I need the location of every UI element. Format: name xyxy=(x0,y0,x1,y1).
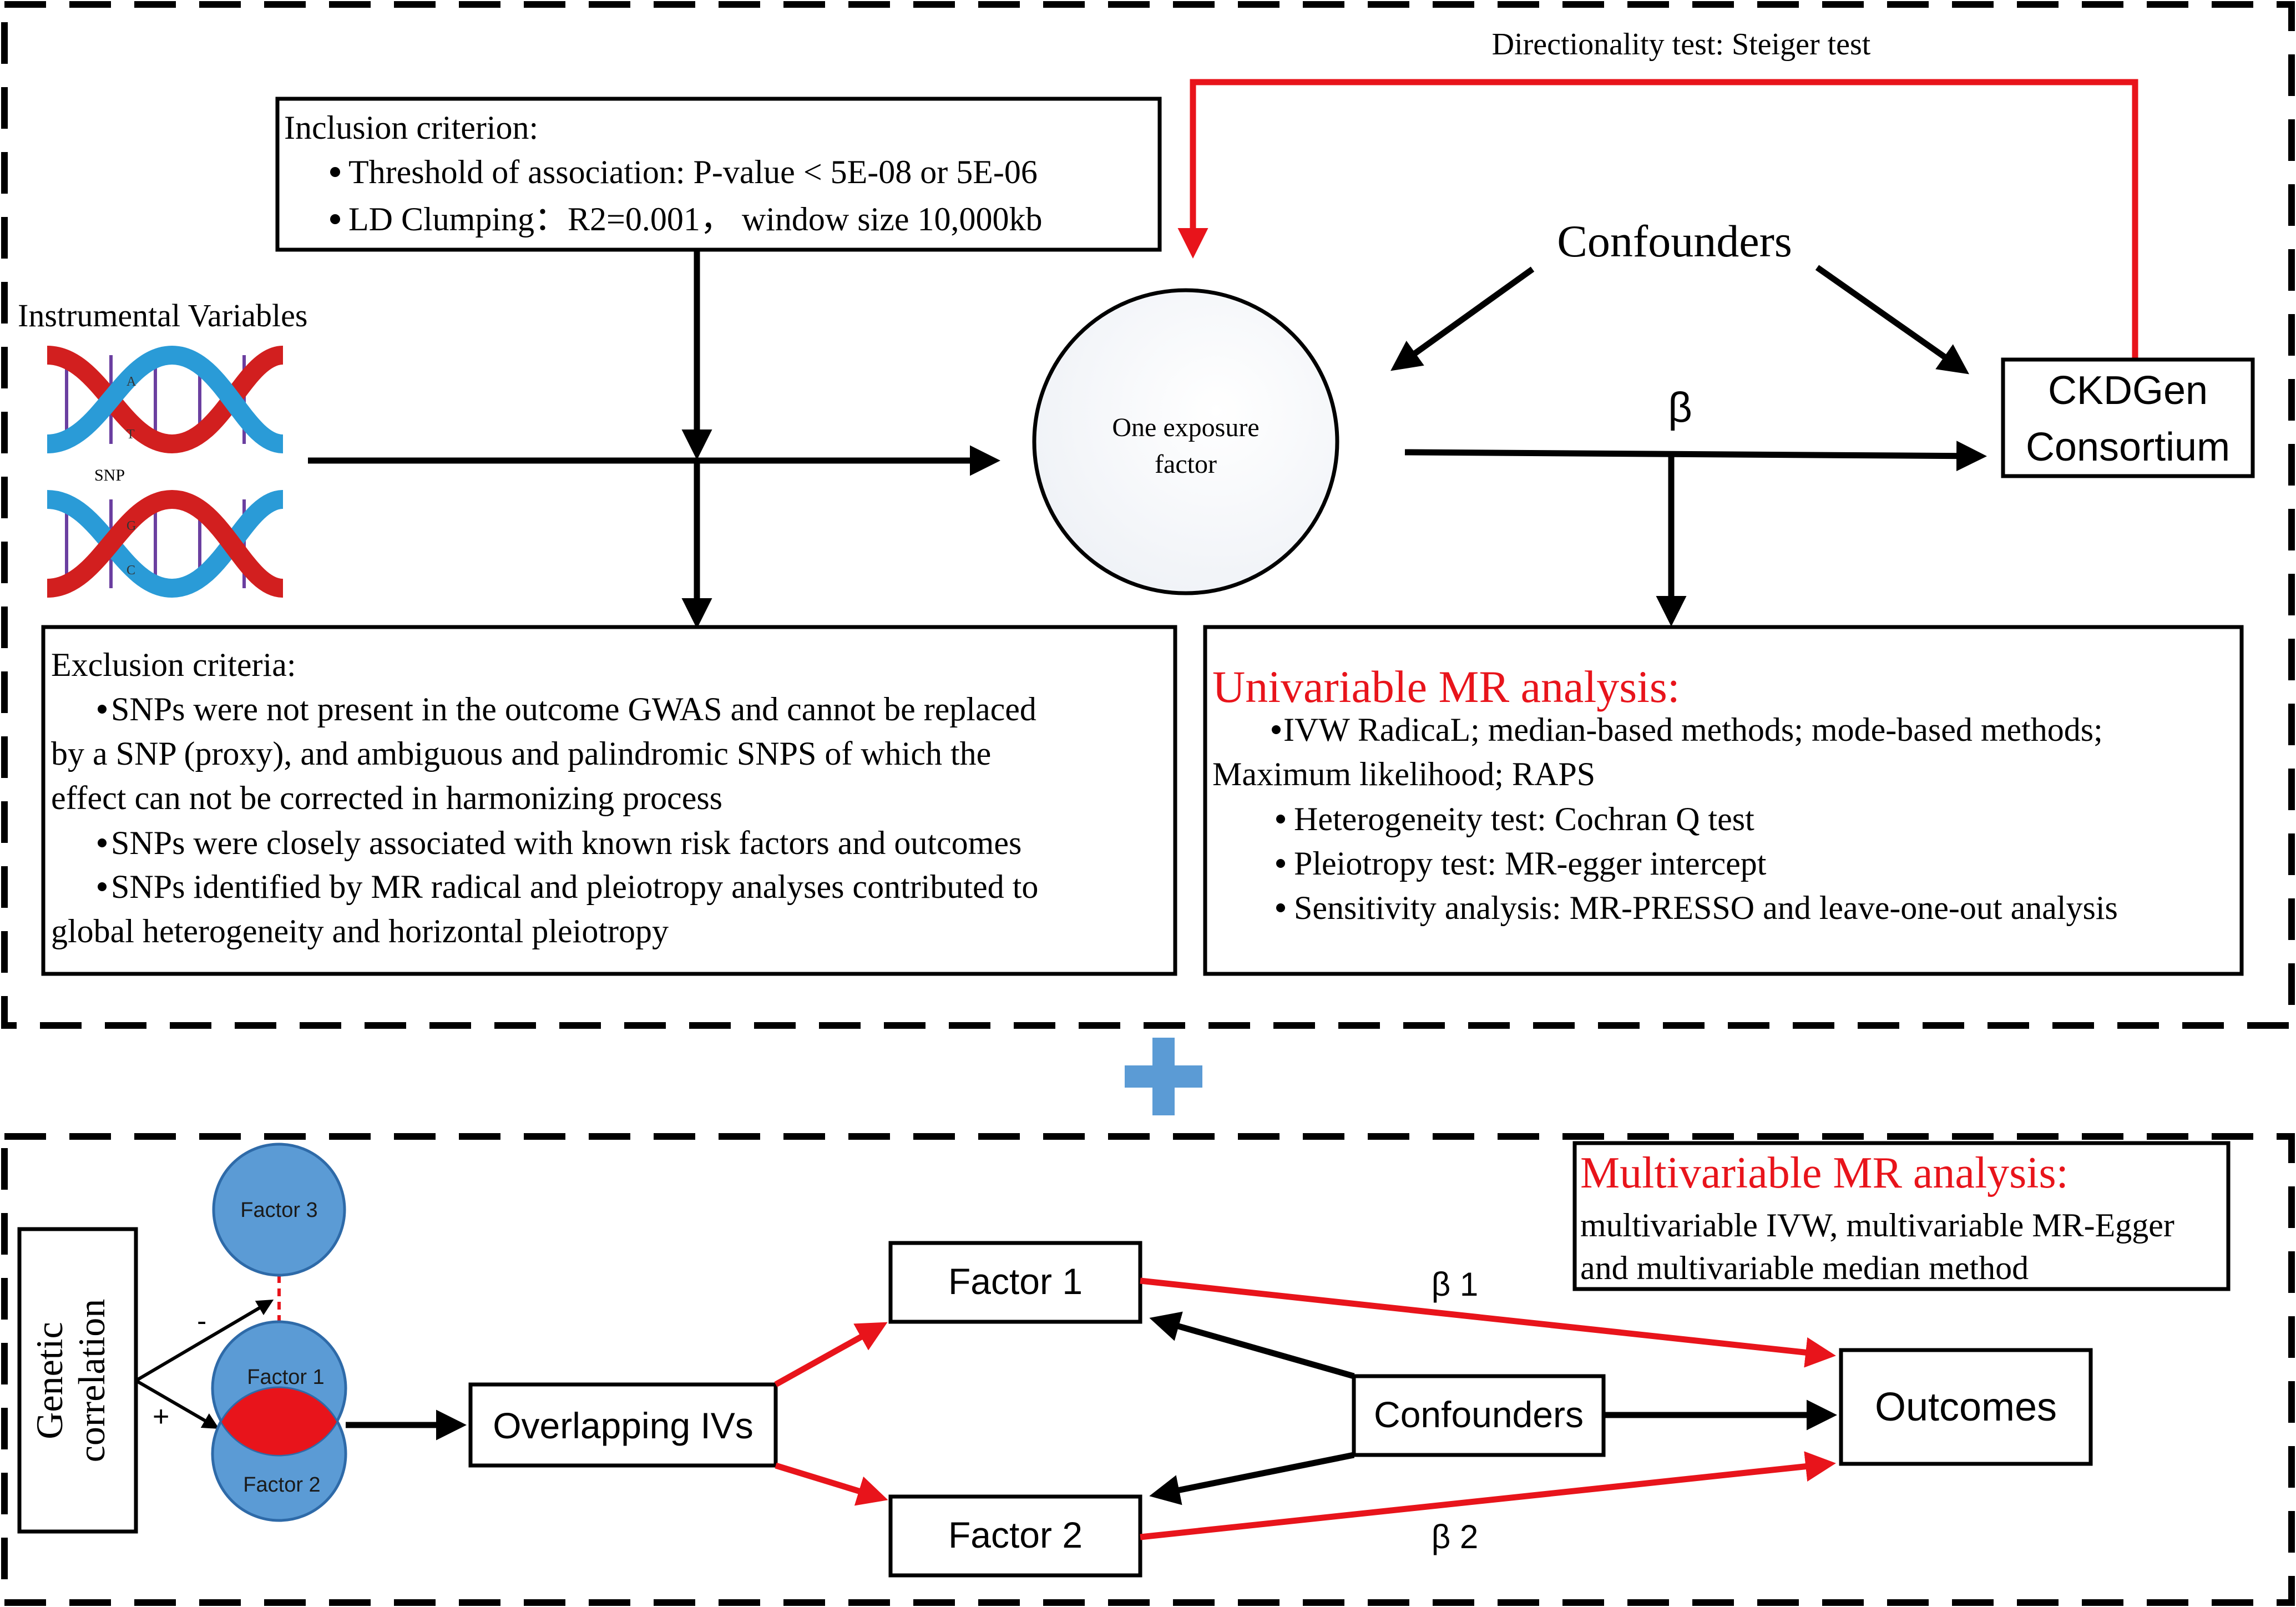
multivariable-line2: and multivariable median method xyxy=(1580,1250,2029,1286)
confounders-box xyxy=(1352,1374,1606,1457)
factor1-box-label: Factor 1 xyxy=(948,1261,1083,1302)
univariable-mr-box xyxy=(1203,625,2244,976)
overlapping-ivs-box xyxy=(468,1382,778,1468)
directionality-test-label: Directionality test: Steiger test xyxy=(1492,27,1871,62)
overlap-region xyxy=(213,1387,346,1455)
exclusion-line-3: effect can not be corrected in harmonizi… xyxy=(51,780,722,816)
dna-letter-t: T xyxy=(127,427,135,442)
exclusion-title: Exclusion criteria: xyxy=(51,646,296,683)
bullet-icon xyxy=(98,838,107,847)
outcomes-box-label: Outcomes xyxy=(1875,1385,2057,1429)
genetic-correlation-line2: correlation xyxy=(70,1299,113,1463)
inclusion-criterion-box xyxy=(275,97,1162,252)
inclusion-item-1: Threshold of association: P-value < 5E-0… xyxy=(348,154,1038,190)
exclusion-line-2: by a SNP (proxy), and ambiguous and pali… xyxy=(51,735,991,772)
arrow-factor2-to-outcomes xyxy=(1140,1451,1836,1540)
factor3-circle xyxy=(212,1143,346,1277)
exposure-label-line2: factor xyxy=(1155,449,1217,479)
beta1-label: β 1 xyxy=(1432,1266,1479,1303)
arrow-positive-correlation xyxy=(135,1379,220,1429)
bullet-icon xyxy=(330,167,340,177)
arrow-confounders-to-outcome xyxy=(1815,265,1970,375)
bullet-icon xyxy=(330,214,340,224)
arrow-confounders-to-factor2 xyxy=(1149,1452,1355,1505)
plus-sign: + xyxy=(153,1401,169,1433)
univariable-line-2: Maximum likelihood; RAPS xyxy=(1212,756,1595,792)
factor2-box-label: Factor 2 xyxy=(948,1514,1083,1555)
exclusion-line-1: SNPs were not present in the outcome GWA… xyxy=(111,691,1036,727)
factor1-circle-label: Factor 1 xyxy=(247,1366,324,1389)
ckdgen-line2: Consortium xyxy=(2026,425,2230,469)
multivariable-line1: multivariable IVW, multivariable MR-Egge… xyxy=(1580,1207,2174,1244)
arrow-confounders-to-exposure xyxy=(1390,266,1535,371)
ckdgen-outcome-box xyxy=(2001,357,2255,478)
genetic-correlation-line1: Genetic xyxy=(28,1322,70,1439)
steiger-feedback-arrow xyxy=(1177,79,2138,360)
exclusion-line-4: SNPs were closely associated with known … xyxy=(111,825,1021,861)
univariable-line-3: Heterogeneity test: Cochran Q test xyxy=(1294,801,1754,837)
exposure-factor-node xyxy=(1032,288,1339,595)
arrow-exposure-to-outcome xyxy=(1404,441,1987,472)
bullet-icon xyxy=(1276,903,1285,912)
genetic-correlation-box xyxy=(17,1227,138,1534)
beta2-label: β 2 xyxy=(1432,1518,1479,1555)
arrow-confounders-to-factor1 xyxy=(1149,1311,1355,1379)
bullet-icon xyxy=(98,705,107,714)
exclusion-line-5: SNPs identified by MR radical and pleiot… xyxy=(111,868,1038,905)
minus-sign: - xyxy=(197,1305,206,1337)
dna-snp-label: SNP xyxy=(94,466,125,484)
inclusion-item-2: LD Clumping：R2=0.001， window size 10,000… xyxy=(348,201,1042,237)
arrow-ivs-to-factor1 xyxy=(774,1322,888,1387)
arrow-negative-correlation xyxy=(135,1299,274,1382)
dna-letter-g: G xyxy=(127,519,136,533)
multivariable-mr-box xyxy=(1572,1141,2231,1291)
dna-double-helix-icon: A T SNP G C xyxy=(46,345,284,598)
exclusion-line-6: global heterogeneity and horizontal plei… xyxy=(51,913,669,949)
exposure-label-line1: One exposure xyxy=(1112,413,1259,442)
arrow-ivs-to-factor2 xyxy=(775,1462,888,1506)
outcomes-box xyxy=(1839,1348,2093,1466)
beta-label: β xyxy=(1668,384,1692,431)
univariable-title: Univariable MR analysis: xyxy=(1212,661,1680,712)
ckdgen-line1: CKDGen xyxy=(2048,368,2208,413)
multivariable-title: Multivariable MR analysis: xyxy=(1580,1149,2069,1197)
bullet-icon xyxy=(1276,859,1285,868)
univariable-line-5: Sensitivity analysis: MR-PRESSO and leav… xyxy=(1294,890,2118,926)
confounders-box-label: Confounders xyxy=(1374,1394,1584,1435)
bullet-icon xyxy=(1276,815,1285,823)
factor2-circle-label: Factor 2 xyxy=(243,1473,320,1497)
factor2-box xyxy=(888,1494,1142,1578)
bottom-panel-border xyxy=(1,1133,2295,1606)
exclusion-criteria-box xyxy=(41,625,1177,976)
univariable-line-4: Pleiotropy test: MR-egger intercept xyxy=(1294,845,1767,882)
confounders-label: Confounders xyxy=(1557,216,1792,266)
bullet-icon xyxy=(1272,725,1281,734)
instrumental-variables-label: Instrumental Variables xyxy=(18,297,307,333)
plus-icon xyxy=(1125,1038,1202,1115)
dna-letter-a: A xyxy=(127,375,136,389)
bullet-icon xyxy=(98,882,107,891)
inclusion-title: Inclusion criterion: xyxy=(284,109,538,146)
factor3-label: Factor 3 xyxy=(240,1199,317,1222)
overlapping-ivs-label: Overlapping IVs xyxy=(493,1405,753,1446)
arrow-factor1-to-outcomes xyxy=(1140,1277,1836,1368)
top-panel-border xyxy=(1,1,2295,1029)
univariable-line-1: IVW RadicaL; median-based methods; mode-… xyxy=(1283,711,2103,748)
dna-letter-c: C xyxy=(127,563,135,578)
